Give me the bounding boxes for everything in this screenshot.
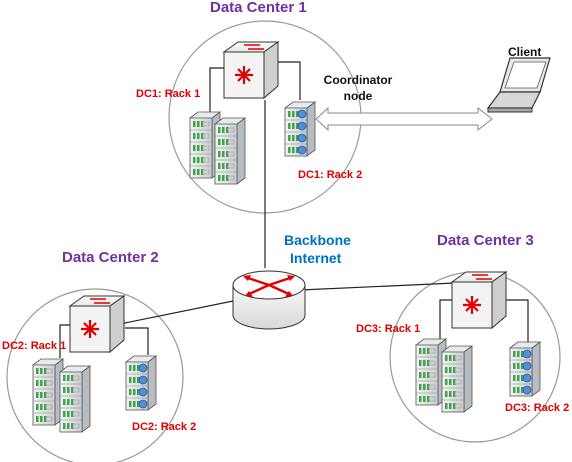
dc3-rack1-label: DC3: Rack 1: [356, 323, 421, 335]
client-label: Client: [508, 45, 542, 59]
dc2-backbone-link: [114, 299, 239, 326]
server-rack-icon: [31, 358, 65, 426]
dc1-rack1-label: DC1: Rack 1: [136, 88, 201, 100]
server-racks: [31, 101, 542, 433]
dc2-rack1-link: [59, 324, 72, 358]
backbone-label-line1: Backbone: [284, 232, 351, 248]
laptop-icon: [486, 57, 551, 113]
dc1-title: Data Center 1: [210, 0, 307, 16]
router-icon: [232, 270, 306, 330]
server-rack-icon: [283, 101, 317, 157]
dc3-backbone-link: [299, 282, 456, 291]
dc2-rack1-label: DC2: Rack 1: [2, 340, 67, 352]
server-rack-icon: [414, 338, 448, 406]
dc3-rack1-link: [439, 299, 455, 340]
switch-icon: [450, 271, 508, 330]
coordinator-label: Coordinator node: [323, 73, 393, 103]
dc1-rack2-label: DC1: Rack 2: [298, 169, 363, 181]
switch-icon: [68, 295, 126, 354]
dc3-title: Data Center 3: [437, 232, 534, 249]
dc2-rack2-label: DC2: Rack 2: [132, 421, 197, 433]
dc2-rack2-link: [125, 327, 149, 355]
server-rack-icon: [213, 117, 247, 185]
server-rack-icon: [124, 355, 158, 411]
dc2-title: Data Center 2: [62, 249, 159, 266]
server-rack-icon: [58, 365, 92, 433]
dc1-rack1-link: [209, 67, 225, 112]
server-rack-icon: [440, 345, 474, 413]
dc3-rack2-label: DC3: Rack 2: [505, 402, 570, 414]
backbone-label-line2: Internet: [290, 250, 342, 266]
switch-icon: [222, 41, 280, 100]
server-rack-icon: [508, 341, 542, 397]
double-arrow-icon: [315, 106, 493, 132]
